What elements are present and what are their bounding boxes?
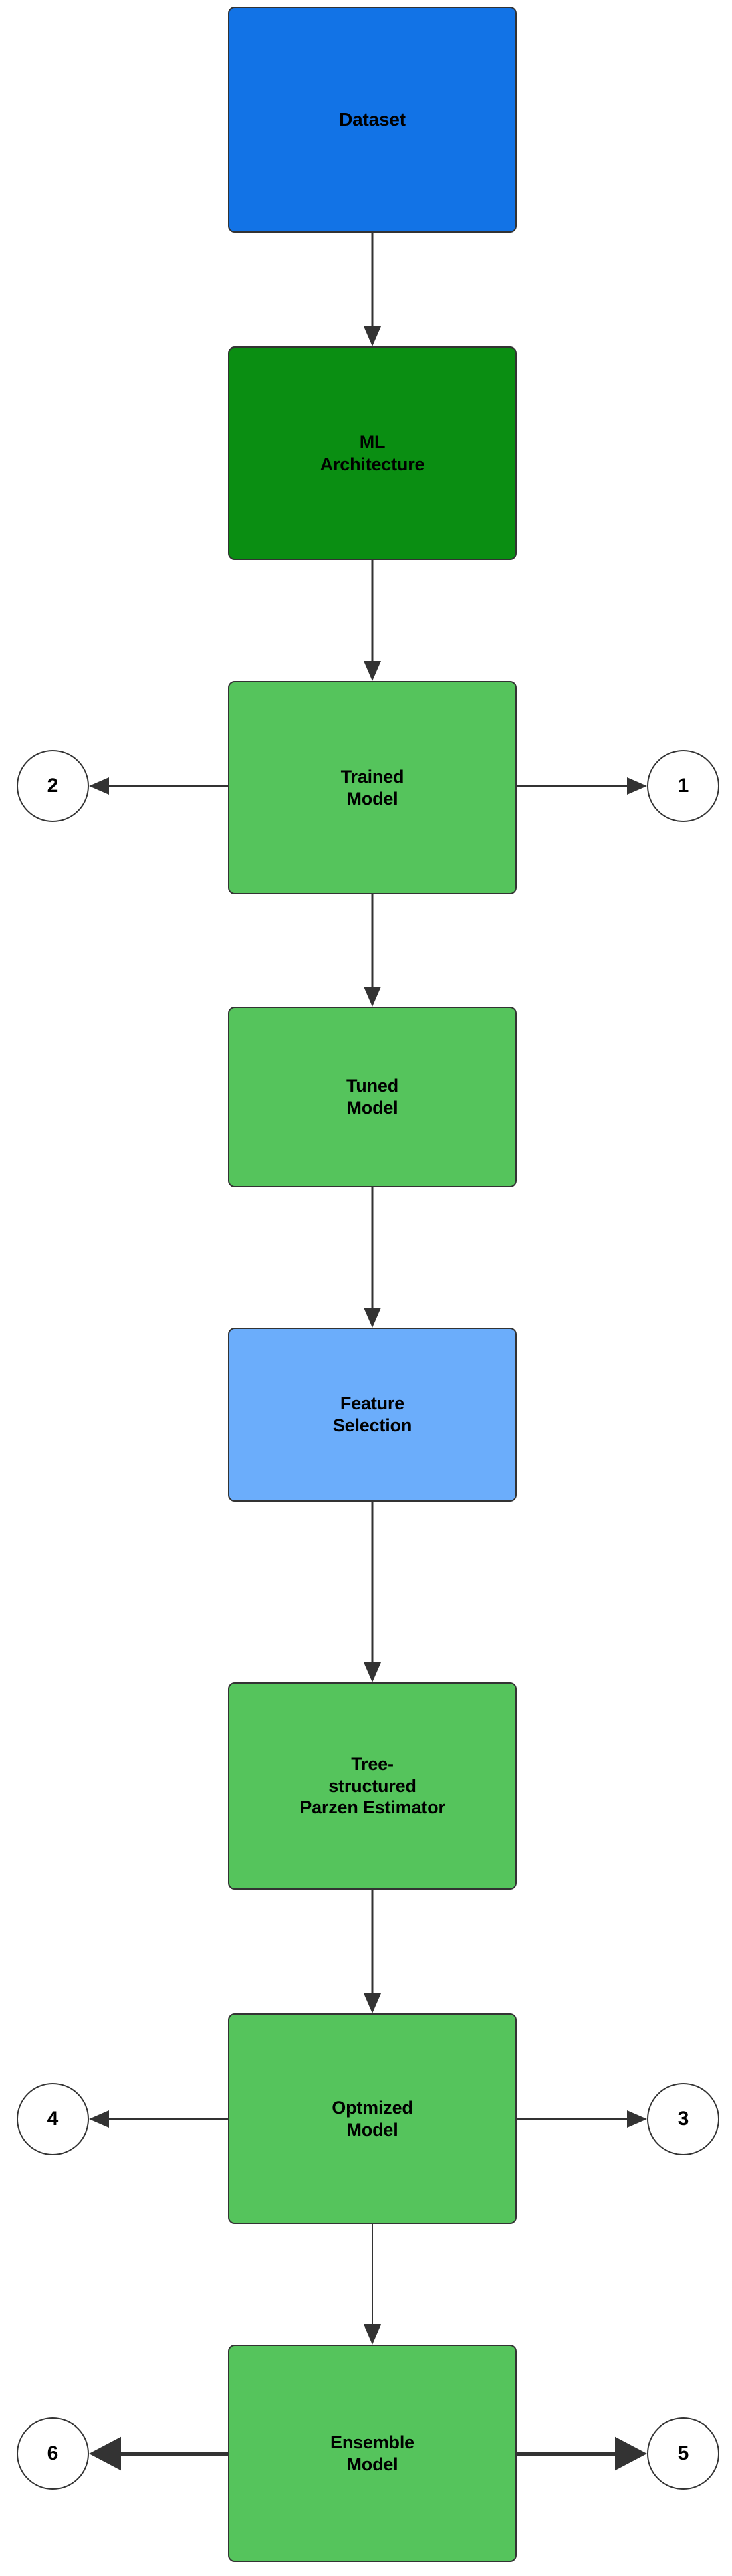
edge-tuned-model-to-feature-selection-arrowhead-icon — [364, 1308, 381, 1328]
node-dataset[interactable]: Dataset — [228, 7, 517, 233]
connector-terminal-4[interactable]: 4 — [17, 2083, 89, 2155]
edge-optmized-model-to-terminal-3 — [517, 2110, 647, 2128]
edge-dataset-to-ml-architecture — [364, 233, 381, 346]
edge-trained-model-to-terminal-1-arrowhead-icon — [627, 777, 647, 795]
node-feature-selection[interactable]: Feature Selection — [228, 1328, 517, 1502]
edge-tuned-model-to-feature-selection — [364, 1187, 381, 1328]
node-trained-model[interactable]: Trained Model — [228, 681, 517, 894]
node-tree-structured-parzen-estimator[interactable]: Tree- structured Parzen Estimator — [228, 1682, 517, 1890]
edge-trained-model-to-terminal-2 — [89, 777, 228, 795]
node-tuned-model[interactable]: Tuned Model — [228, 1007, 517, 1187]
edge-trained-model-to-tuned-model — [364, 894, 381, 1007]
edge-ml-architecture-to-trained-model-arrowhead-icon — [364, 661, 381, 681]
edge-ensemble-model-to-terminal-5-arrowhead-icon — [615, 2436, 647, 2471]
connector-terminal-6[interactable]: 6 — [17, 2417, 89, 2490]
edge-tpe-to-optmized-model-arrowhead-icon — [364, 1993, 381, 2013]
edge-optmized-model-to-terminal-3-arrowhead-icon — [627, 2110, 647, 2128]
edge-optmized-model-to-ensemble-model-arrowhead-icon — [364, 2324, 381, 2345]
edge-ml-architecture-to-trained-model — [364, 560, 381, 681]
edge-ensemble-model-to-terminal-5 — [517, 2436, 647, 2471]
edge-trained-model-to-terminal-1 — [517, 777, 647, 795]
edge-feature-selection-to-tpe-arrowhead-icon — [364, 1662, 381, 1682]
connector-terminal-2[interactable]: 2 — [17, 750, 89, 822]
connector-terminal-3[interactable]: 3 — [647, 2083, 719, 2155]
edge-dataset-to-ml-architecture-arrowhead-icon — [364, 326, 381, 346]
edge-ensemble-model-to-terminal-6 — [89, 2436, 228, 2471]
edge-feature-selection-to-tpe — [364, 1502, 381, 1682]
edge-trained-model-to-terminal-2-arrowhead-icon — [89, 777, 109, 795]
edge-optmized-model-to-terminal-4 — [89, 2110, 228, 2128]
connector-terminal-1[interactable]: 1 — [647, 750, 719, 822]
node-ensemble-model[interactable]: Ensemble Model — [228, 2345, 517, 2562]
node-ml-architecture[interactable]: ML Architecture — [228, 346, 517, 560]
edge-trained-model-to-tuned-model-arrowhead-icon — [364, 987, 381, 1007]
edge-ensemble-model-to-terminal-6-arrowhead-icon — [89, 2436, 121, 2471]
node-optmized-model[interactable]: Optmized Model — [228, 2013, 517, 2224]
connector-terminal-5[interactable]: 5 — [647, 2417, 719, 2490]
edge-optmized-model-to-ensemble-model — [364, 2224, 381, 2345]
edge-tpe-to-optmized-model — [364, 1890, 381, 2013]
edge-optmized-model-to-terminal-4-arrowhead-icon — [89, 2110, 109, 2128]
